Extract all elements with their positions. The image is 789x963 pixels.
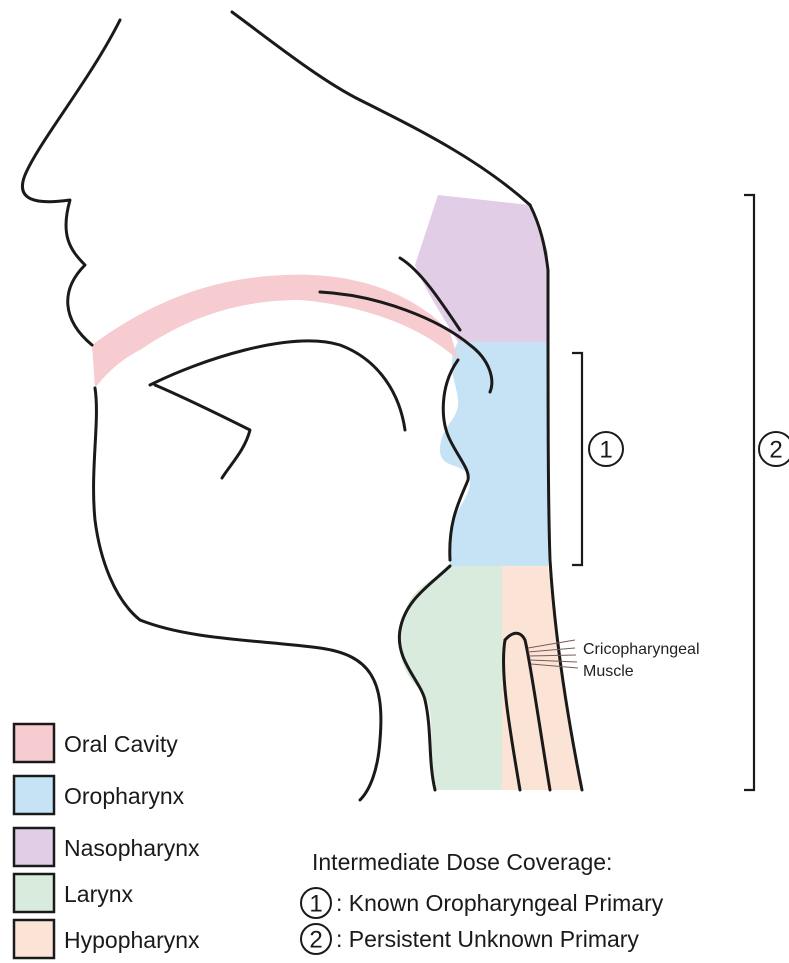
chin-outline: [94, 388, 140, 620]
coverage-item-two-text: : Persistent Unknown Primary: [336, 926, 639, 952]
muscle-label-line2: Muscle: [583, 663, 634, 680]
coverage-item-one-text: : Known Oropharyngeal Primary: [336, 890, 664, 916]
mouth-line-outline: [155, 385, 250, 478]
head-top-outline: [232, 12, 530, 205]
coverage-item-two-number: 2: [309, 927, 322, 954]
legend-swatch-larynx: [14, 874, 54, 912]
bracket-one-number: 1: [599, 437, 612, 464]
legend-swatch-oropharynx: [14, 776, 54, 814]
bracket-two: [744, 195, 754, 790]
face-profile-outline: [22, 20, 120, 345]
oral-cavity-region: [92, 275, 458, 388]
tongue-outline: [150, 341, 405, 430]
legend-label-oropharynx: Oropharynx: [64, 783, 185, 809]
legend-swatch-nasopharynx: [14, 828, 54, 866]
legend-label-hypopharynx: Hypopharynx: [64, 927, 200, 953]
legend-label-larynx: Larynx: [64, 881, 134, 907]
legend-label-oral-cavity: Oral Cavity: [64, 731, 178, 757]
legend-label-nasopharynx: Nasopharynx: [64, 835, 200, 861]
legend-swatch-hypopharynx: [14, 920, 54, 958]
muscle-label-line1: Cricopharyngeal: [583, 641, 700, 658]
coverage-item-one-number: 1: [309, 891, 322, 918]
coverage-key: Intermediate Dose Coverage: 1 : Known Or…: [301, 849, 664, 954]
bracket-one: [572, 353, 582, 565]
legend: Oral Cavity Oropharynx Nasopharynx Laryn…: [14, 724, 200, 958]
bracket-two-number: 2: [769, 437, 782, 464]
legend-swatch-oral-cavity: [14, 724, 54, 762]
coverage-title: Intermediate Dose Coverage:: [312, 849, 612, 875]
neck-front-outline: [140, 620, 381, 800]
